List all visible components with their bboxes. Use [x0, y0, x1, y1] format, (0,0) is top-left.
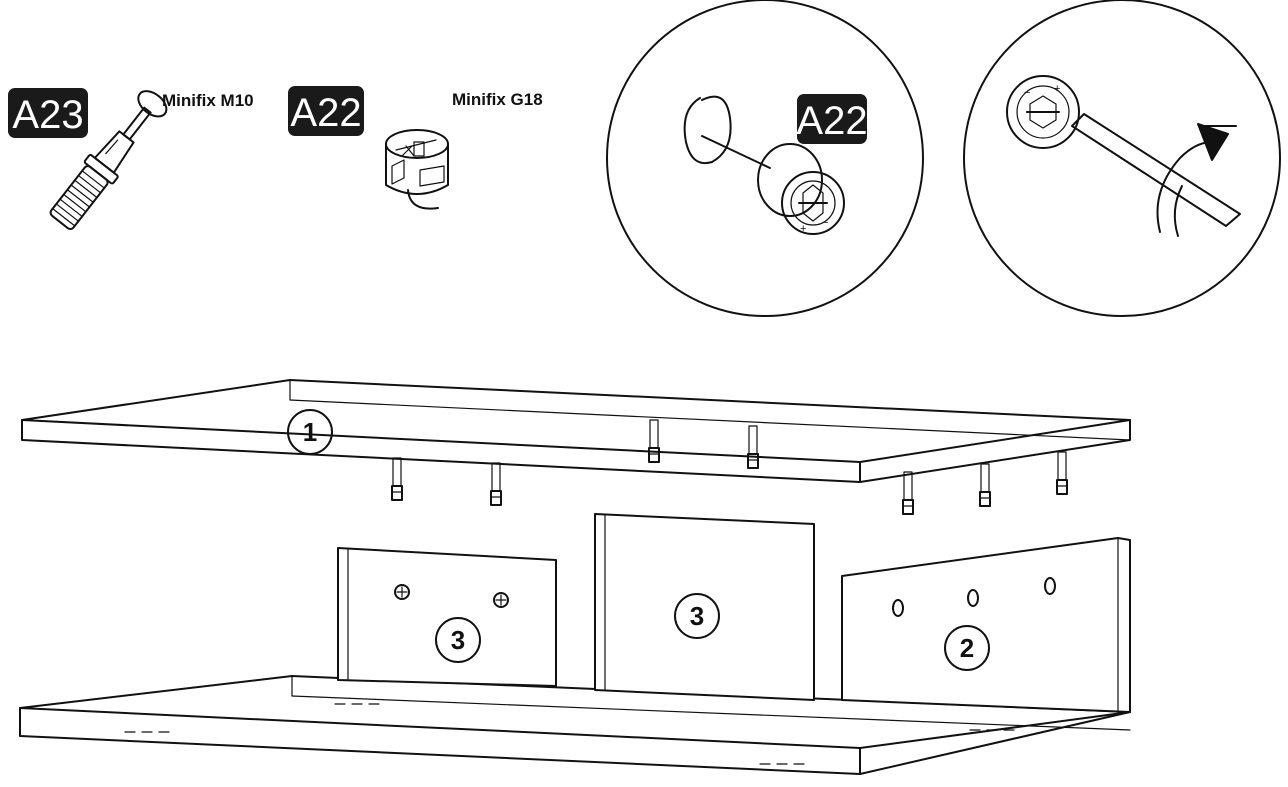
hardware-a23-tag: A23 — [8, 88, 88, 138]
side-panel-right: 2 — [841, 537, 1131, 713]
top-panel: 1 — [21, 379, 1131, 483]
svg-text:+: + — [800, 223, 806, 235]
side-panel-left: 3 — [337, 547, 557, 687]
detail-insert-cam: A22 + − — [606, 0, 924, 317]
a22-name: Minifix G18 — [452, 90, 543, 109]
minifix-cam-icon — [385, 129, 449, 210]
panel-number-top: 1 — [303, 417, 317, 447]
a23-name: Minifix M10 — [162, 91, 254, 110]
a22-code: A22 — [290, 91, 361, 135]
panel-number-left: 3 — [451, 625, 465, 655]
minifix-bolt-icon — [49, 90, 168, 231]
panel-number-center: 3 — [690, 601, 704, 631]
center-panel: 3 — [594, 513, 815, 701]
panel-number-right: 2 — [960, 633, 974, 663]
svg-text:+: + — [1054, 83, 1060, 95]
a23-code: A23 — [12, 93, 83, 137]
detail-turn-screwdriver: − + — [963, 0, 1281, 317]
detail-a22-code: A22 — [796, 99, 867, 143]
hardware-a22-tag: A22 — [288, 86, 364, 136]
svg-text:−: − — [822, 217, 828, 229]
svg-text:−: − — [1024, 87, 1030, 99]
bolt-pins — [391, 419, 1068, 515]
